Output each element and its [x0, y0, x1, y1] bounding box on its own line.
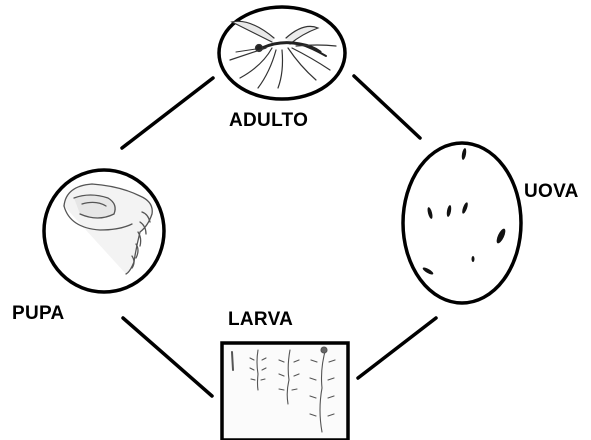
pupa-stage-label: PUPA — [12, 303, 65, 325]
connector-adult-eggs — [354, 76, 420, 138]
connector-larva-pupa — [123, 318, 212, 396]
larva-stage-label: LARVA — [228, 309, 293, 331]
adult-stage — [219, 7, 345, 99]
connector-pupa-adult — [122, 78, 213, 148]
eggs-stage — [403, 143, 521, 303]
connector-eggs-larva — [358, 318, 436, 378]
eggs-stage-label: UOVA — [524, 181, 579, 203]
pupa-stage — [44, 170, 164, 292]
larva-stage — [222, 343, 348, 440]
adult-stage-label: ADULTO — [229, 110, 308, 132]
